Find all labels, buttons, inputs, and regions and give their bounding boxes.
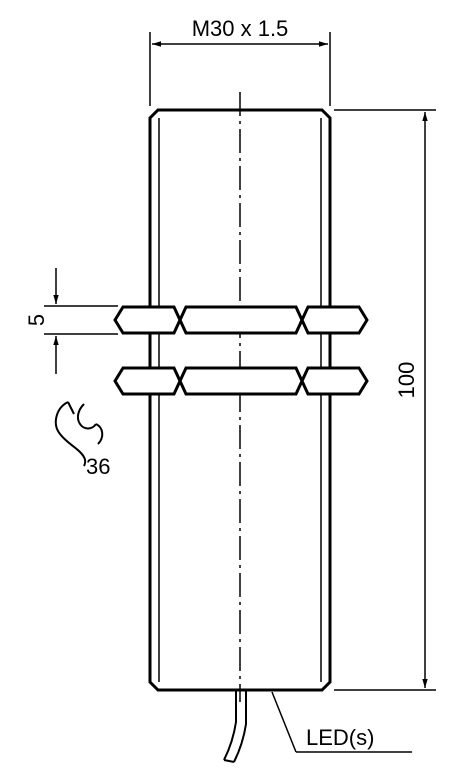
- length-dimension: [334, 109, 436, 691]
- thread-dimension: [149, 32, 331, 106]
- led-leader: [271, 691, 412, 753]
- wrench-icon: [54, 401, 104, 467]
- nut-thickness-dimension: [44, 268, 118, 374]
- nut-thickness-label: 5: [24, 314, 49, 326]
- cable: [223, 690, 247, 763]
- thread-label: M30 x 1.5: [192, 16, 289, 41]
- upper-nut: [113, 305, 369, 335]
- length-label: 100: [394, 362, 419, 399]
- led-label: LED(s): [306, 725, 374, 750]
- wrench-size-label: 36: [86, 454, 110, 479]
- lower-nut: [113, 366, 369, 396]
